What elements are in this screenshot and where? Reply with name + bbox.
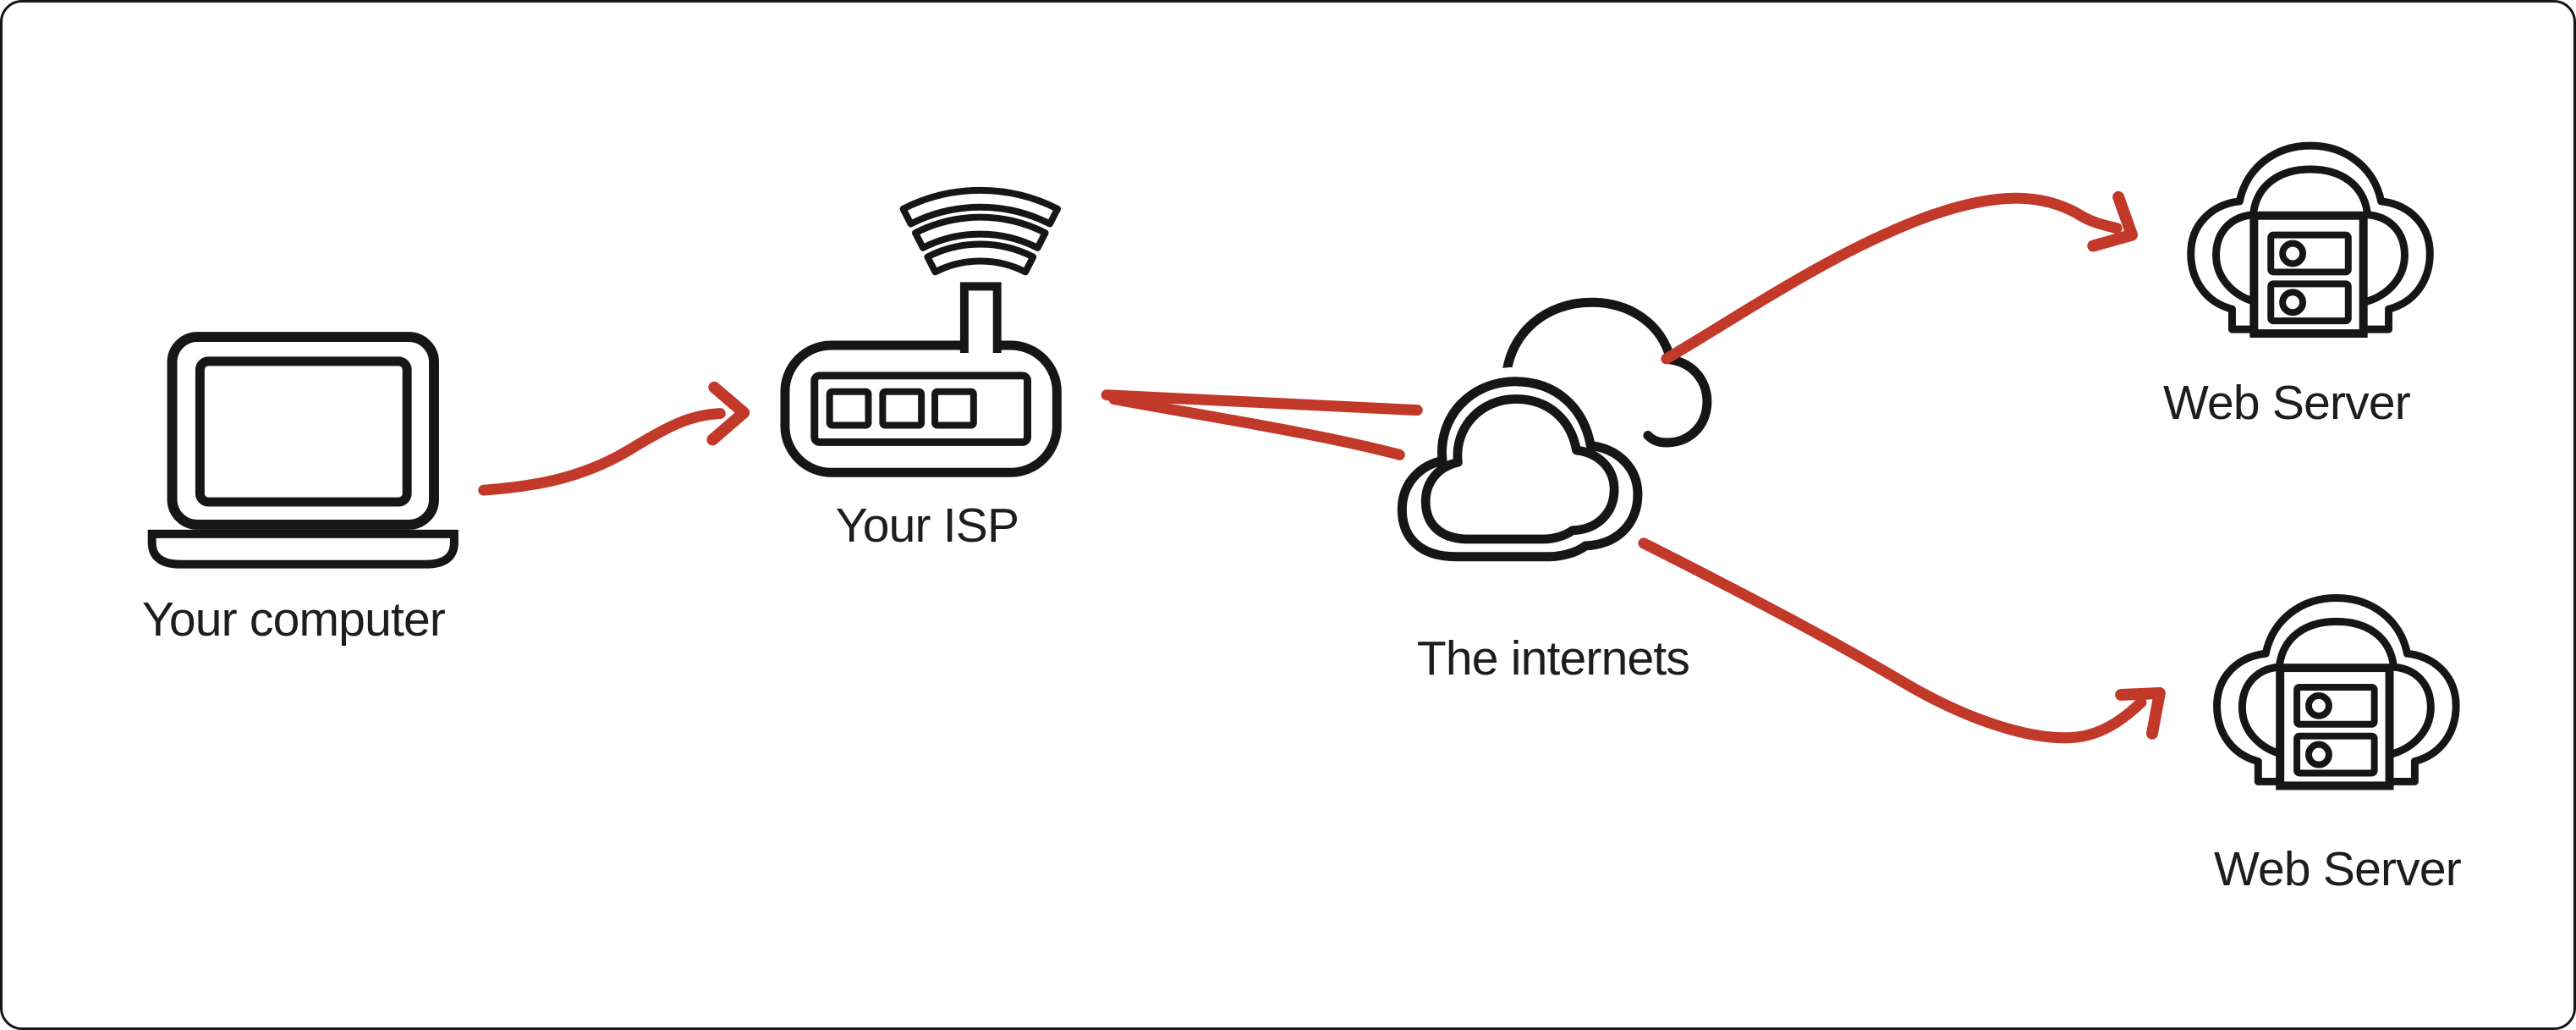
link-isp-to-internet [1101,389,1423,460]
label-web-server-bottom: Web Server [2214,842,2462,896]
arrow-internet-to-server-bottom [1638,537,2166,744]
network-diagram [147,141,2460,790]
label-your-isp: Your ISP [835,498,1019,553]
label-your-computer: Your computer [141,592,446,647]
double-cloud-icon [1387,297,1712,571]
label-web-server-top: Web Server [2163,376,2411,430]
wifi-signal-icon [899,186,1062,276]
wifi-router-icon [780,186,1062,477]
front-cloud [1397,377,1643,562]
arrow-computer-to-isp [478,381,750,496]
arrow-internet-to-server-top [1661,190,2139,365]
cloud-server-icon-bottom [2213,594,2460,790]
cloud-server-icon-top [2187,141,2434,339]
label-the-internets: The internets [1416,631,1690,686]
laptop-icon [147,332,459,569]
